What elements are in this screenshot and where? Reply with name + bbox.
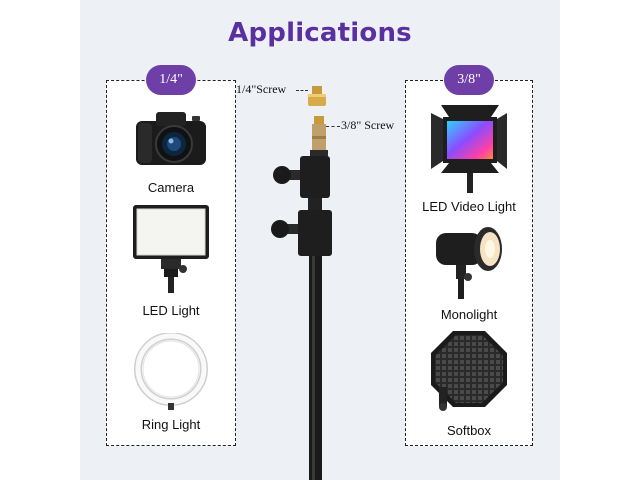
three-eighths-screw-leader-line: [326, 126, 340, 127]
camera-label: Camera: [147, 180, 195, 195]
camera-icon: [136, 112, 206, 165]
camera-image: [134, 107, 208, 169]
ring-light-label: Ring Light: [141, 417, 201, 432]
three-eighths-inch-screw-label: 3/8" Screw: [341, 118, 395, 132]
right-margin: [560, 0, 640, 480]
quarter-screw-leader-line: [296, 90, 308, 91]
quarter-inch-screw-icon: [308, 86, 326, 106]
softbox-icon: [431, 331, 507, 411]
left-margin: [0, 0, 80, 480]
monolight-label: Monolight: [440, 307, 498, 322]
page-title: Applications: [228, 18, 412, 48]
monolight-image: [432, 221, 506, 301]
three-eighths-inch-spigot-icon: [310, 116, 328, 156]
ring-light-image: [133, 333, 209, 411]
ring-light-icon: [134, 333, 208, 410]
led-light-image: [131, 203, 211, 295]
led-video-light-image: [429, 103, 509, 195]
rgb-video-light-icon: [431, 105, 507, 193]
quarter-inch-screw-label: 1/4"Screw: [236, 82, 287, 96]
led-video-light-label: LED Video Light: [422, 199, 516, 214]
led-light-label: LED Light: [142, 303, 200, 318]
quarter-inch-badge: 1/4": [146, 65, 196, 95]
light-stand-image: [271, 86, 332, 480]
softbox-image: [429, 329, 509, 415]
three-eighths-inch-panel: 3/8" LED Vi: [405, 65, 533, 446]
three-eighths-inch-badge: 3/8": [444, 65, 494, 95]
quarter-inch-panel: 1/4" Camera: [106, 65, 236, 446]
led-panel-icon: [133, 205, 209, 293]
monolight-icon: [436, 227, 502, 299]
softbox-label: Softbox: [446, 423, 492, 438]
